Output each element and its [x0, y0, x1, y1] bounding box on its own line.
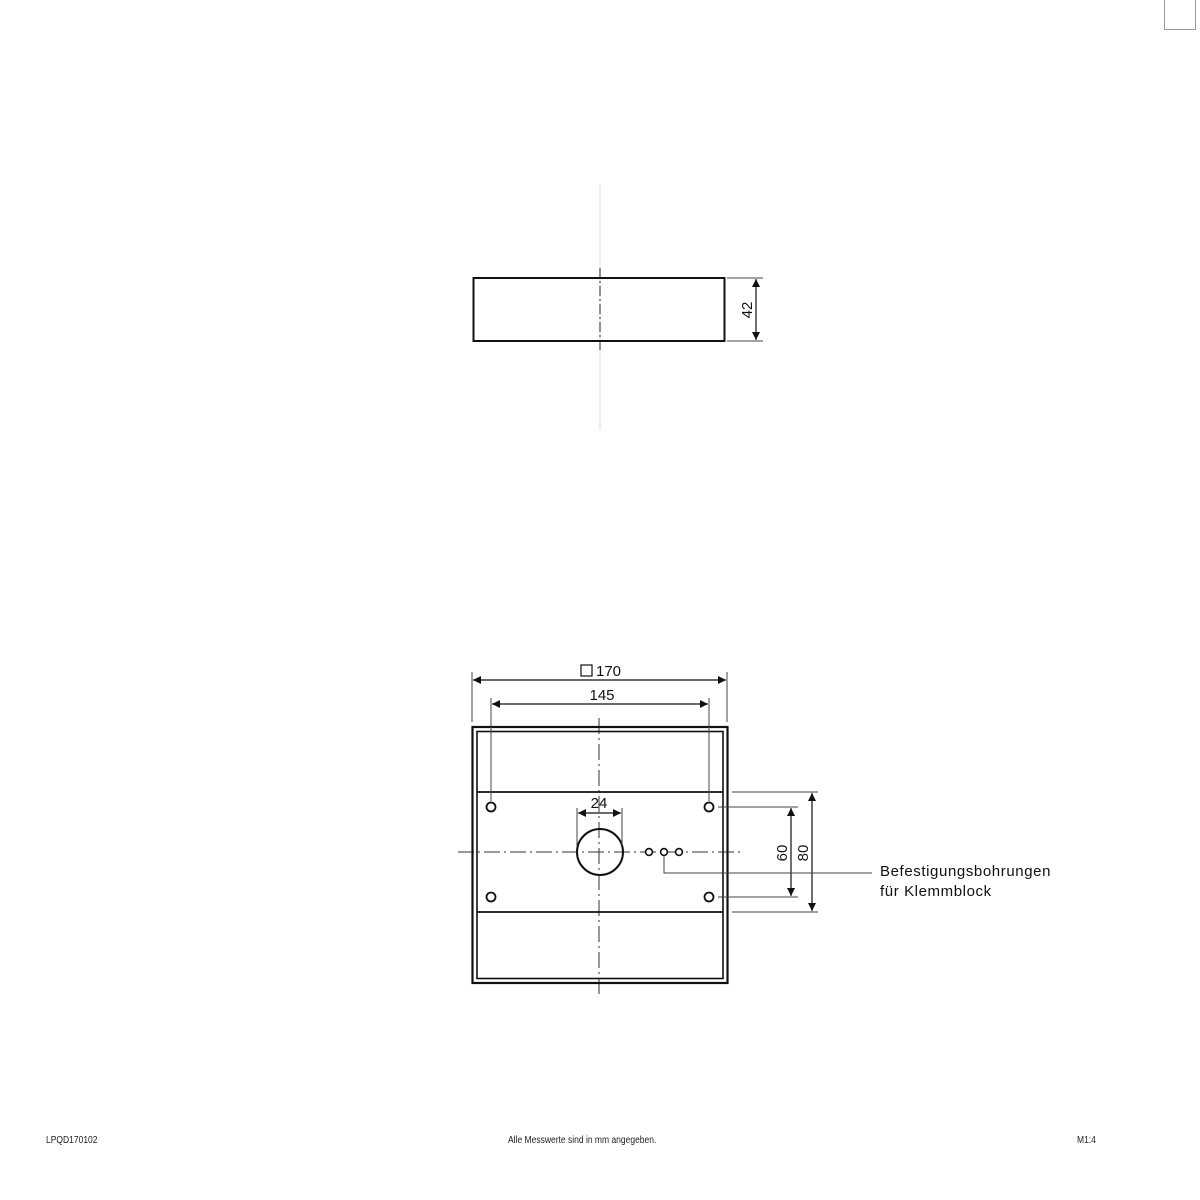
mounting-hole-bottom-left	[485, 891, 497, 903]
terminal-hole-1	[644, 847, 654, 857]
measurement-note: Alle Messwerte sind in mm angegeben.	[508, 1135, 657, 1146]
height-dimension-label: 42	[739, 302, 756, 319]
side-view: 42	[472, 185, 763, 430]
mounting-hole-top-right	[703, 801, 715, 813]
square-symbol-icon	[580, 664, 593, 677]
inner-vertical-dimension-label: 60	[774, 845, 791, 862]
article-number: LPQD170102	[46, 1135, 98, 1146]
drawing-scale: M1:4	[1077, 1135, 1096, 1146]
cable-hole-dimension-label: 24	[591, 795, 608, 812]
side-view-body	[472, 277, 726, 342]
annotation-leader-line	[663, 856, 872, 874]
annotation-line-2: für Klemmblock	[880, 883, 992, 900]
mounting-hole-bottom-right	[703, 891, 715, 903]
annotation-line-1: Befestigungsbohrungen	[880, 863, 1051, 880]
top-view: 170 145 24 60 80 Befestigungsbohrungen f…	[458, 663, 1051, 995]
corner-frame	[1164, 0, 1196, 30]
cable-entry-hole	[576, 828, 624, 876]
housing-outer-edge	[471, 725, 729, 985]
terminal-hole-2	[659, 847, 669, 857]
terminal-hole-3	[674, 847, 684, 857]
outer-width-dimension-label: 170	[596, 663, 621, 680]
hole-spacing-dimension-label: 145	[589, 687, 614, 704]
outer-vertical-dimension-label: 80	[795, 845, 812, 862]
housing-inner-edge	[476, 730, 724, 980]
mounting-hole-top-left	[485, 801, 497, 813]
